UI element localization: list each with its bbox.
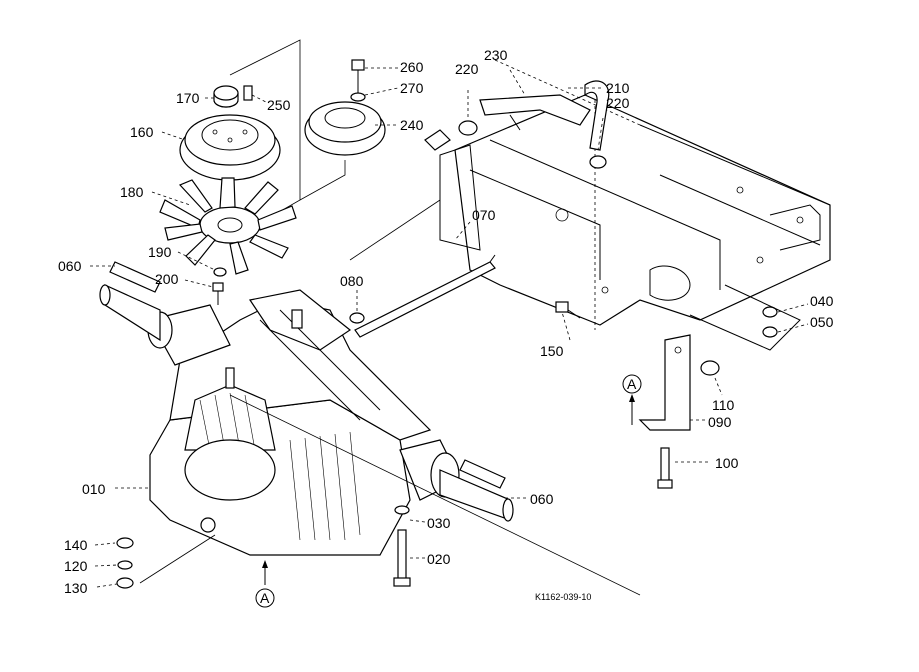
chassis-frame	[439, 59, 831, 351]
label-150: 150	[540, 343, 564, 359]
bolt-200	[212, 282, 224, 305]
nut-110	[700, 360, 720, 376]
label-250: 250	[267, 97, 291, 113]
key-060-left	[109, 261, 161, 293]
label-160: 160	[130, 124, 154, 140]
label-260: 260	[400, 59, 424, 75]
label-200: 200	[155, 271, 179, 287]
label-230: 230	[484, 47, 508, 63]
reference-circle-a-left	[255, 588, 275, 608]
label-070: 070	[472, 207, 496, 223]
reference-letter-a-right: A	[627, 376, 637, 392]
label-120: 120	[64, 558, 88, 574]
label-190: 190	[148, 244, 172, 260]
washer-130	[116, 577, 134, 589]
washer-030	[394, 505, 410, 515]
transmission-housing	[99, 284, 514, 556]
bolt-260	[351, 59, 365, 95]
reference-arrow-a-right	[629, 394, 635, 425]
reference-circle-a-right	[622, 374, 642, 394]
label-060-left: 060	[58, 258, 82, 274]
reference-letter-a-left: A	[260, 590, 270, 606]
label-220-right: 220	[606, 95, 630, 111]
label-110: 110	[712, 397, 735, 413]
label-030: 030	[427, 515, 451, 531]
control-link	[424, 94, 591, 151]
label-170: 170	[176, 90, 200, 106]
key-060-right	[459, 459, 506, 489]
key-250	[243, 85, 253, 101]
label-020: 020	[427, 551, 451, 567]
drawing-code: K1162-039-10	[535, 592, 591, 602]
label-050: 050	[810, 314, 834, 330]
label-240: 240	[400, 117, 424, 133]
bolt-100	[657, 447, 673, 489]
label-100: 100	[715, 455, 739, 471]
control-rod	[354, 254, 496, 338]
callout-labels: 010 020 030 040 050 060 060 070 080 090 …	[58, 47, 834, 606]
washer-120	[117, 560, 133, 570]
label-090: 090	[708, 414, 732, 430]
pulley-240	[304, 101, 386, 156]
label-040: 040	[810, 293, 834, 309]
washer-190	[213, 267, 227, 277]
pulley-160	[179, 114, 281, 181]
label-010: 010	[82, 481, 106, 497]
leader-lines	[90, 67, 809, 588]
bolt-150	[555, 301, 581, 319]
label-210: 210	[606, 80, 630, 96]
washer-270	[350, 92, 366, 102]
label-140: 140	[64, 537, 88, 553]
washer-050	[762, 326, 778, 338]
label-270: 270	[400, 80, 424, 96]
label-130: 130	[64, 580, 88, 596]
label-060-right: 060	[530, 491, 554, 507]
bracket-090	[638, 334, 691, 431]
label-220-left: 220	[455, 61, 479, 77]
bolt-020	[393, 529, 411, 587]
nut-080	[349, 312, 365, 324]
nut-140	[116, 537, 134, 549]
label-180: 180	[120, 184, 144, 200]
hose	[584, 80, 610, 169]
reference-arrow-a-left	[262, 560, 268, 585]
washer-040	[762, 306, 778, 318]
collar-170	[213, 85, 239, 108]
label-080: 080	[340, 273, 364, 289]
cooling-fan	[159, 177, 297, 275]
